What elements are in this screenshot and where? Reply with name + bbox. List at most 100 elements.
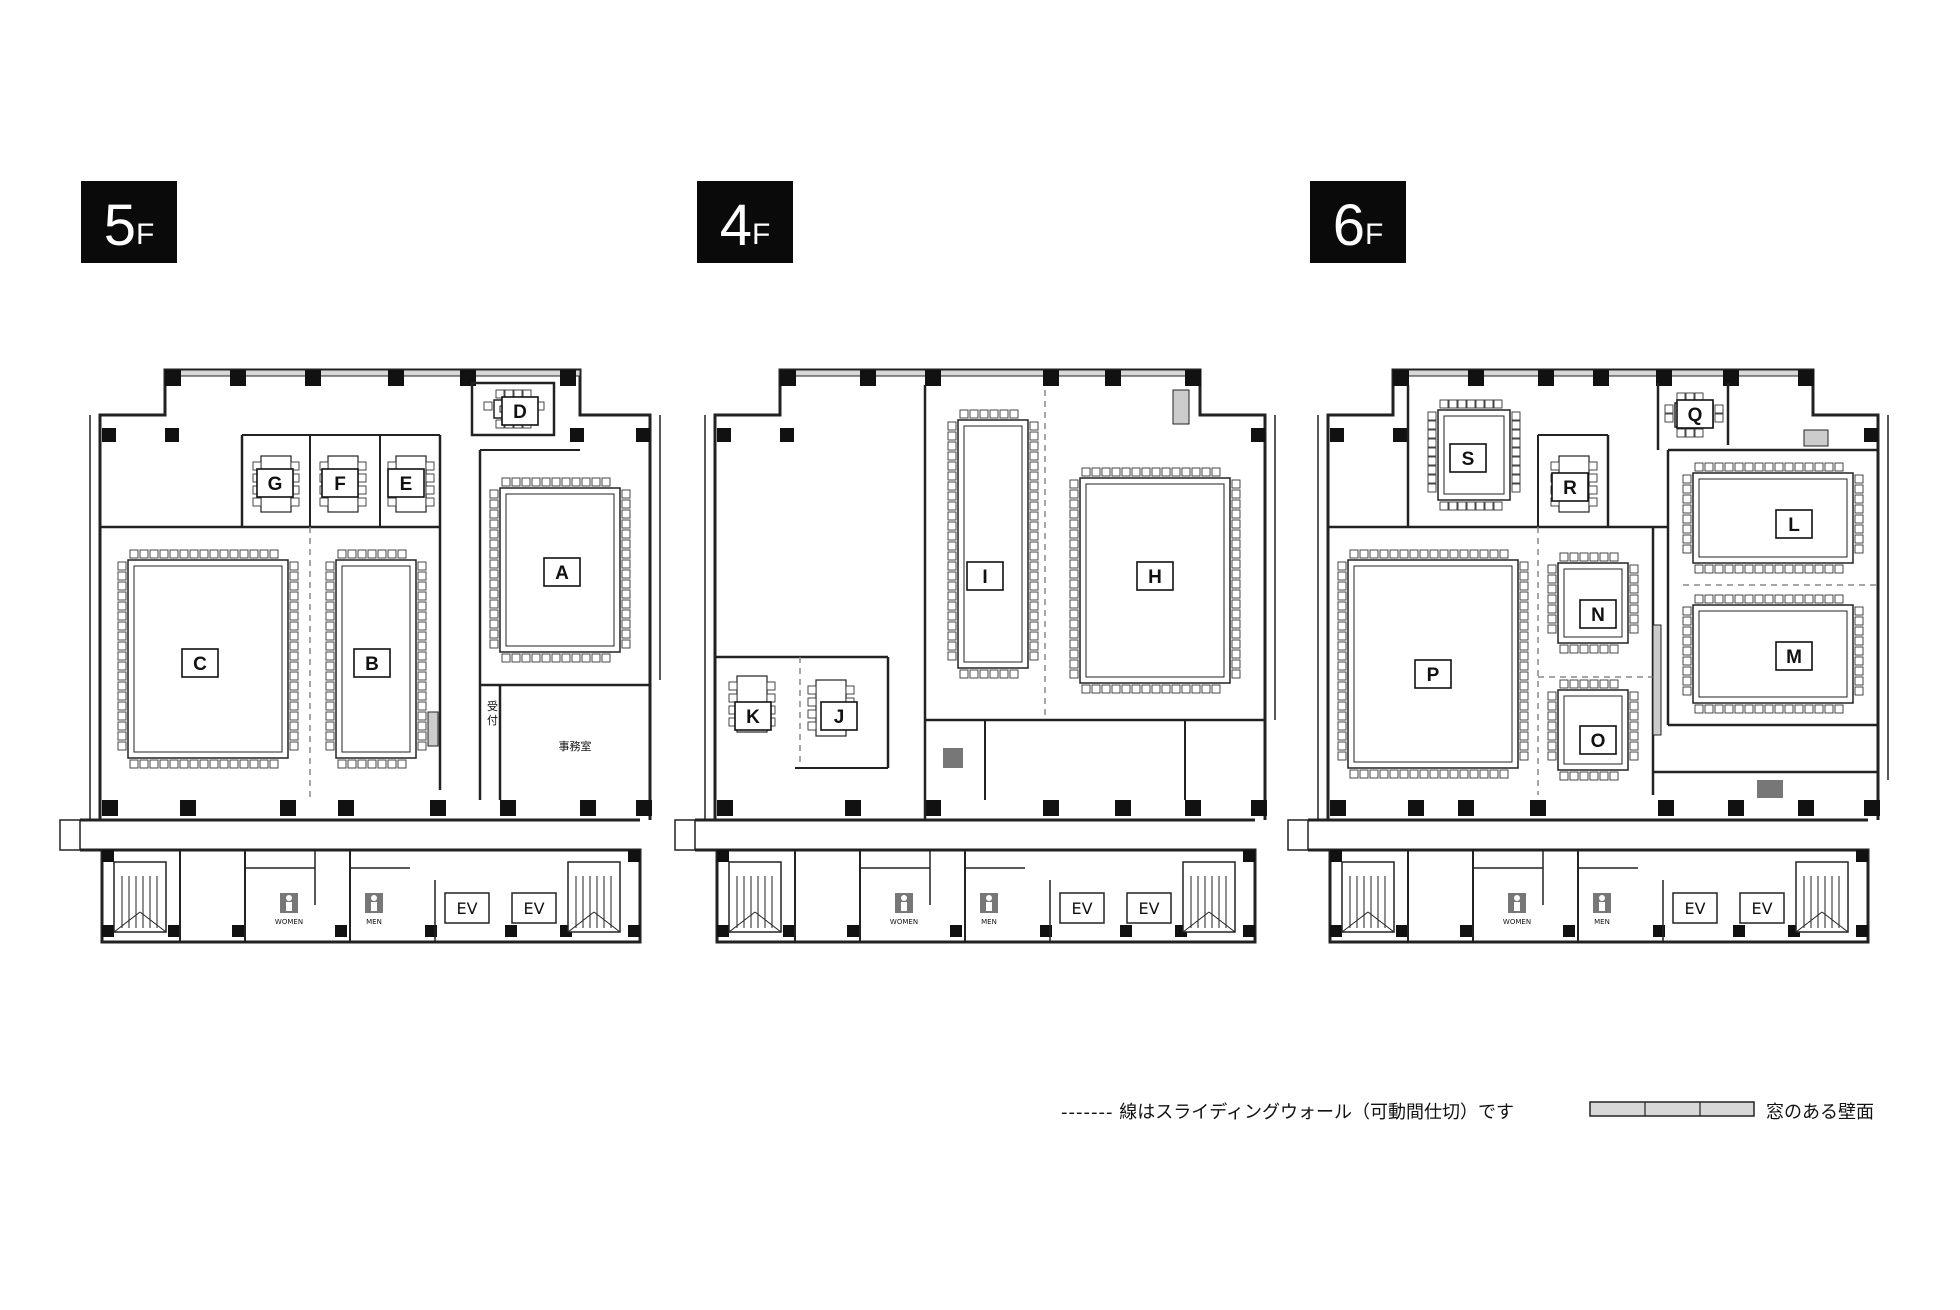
chair <box>1854 616 1864 626</box>
chair <box>728 681 738 691</box>
chair <box>1359 549 1369 559</box>
chair <box>1484 399 1494 409</box>
stair-hatch <box>1172 389 1190 425</box>
chair <box>1547 741 1557 751</box>
chair <box>169 549 179 559</box>
column <box>232 925 244 937</box>
column <box>1243 925 1255 937</box>
chair <box>325 721 335 731</box>
chair <box>1589 552 1599 562</box>
room-label-box <box>321 468 359 498</box>
chair <box>1734 462 1744 472</box>
chair <box>1427 465 1437 475</box>
chair <box>489 569 499 579</box>
room-label-box <box>543 557 581 587</box>
chair <box>417 661 427 671</box>
column <box>717 428 731 442</box>
chair <box>425 461 435 471</box>
chair <box>1009 669 1019 679</box>
room-label-box <box>1414 659 1452 689</box>
chair <box>1682 474 1692 484</box>
chair <box>289 601 299 611</box>
chair <box>1519 661 1529 671</box>
chair <box>1511 429 1521 439</box>
chair <box>1337 591 1347 601</box>
chair <box>1029 431 1039 441</box>
chair <box>1774 704 1784 714</box>
chair <box>1029 491 1039 501</box>
service-core <box>1328 848 1870 944</box>
chair <box>1069 529 1079 539</box>
chair <box>1547 614 1557 624</box>
chair <box>1814 594 1824 604</box>
chair <box>129 549 139 559</box>
chair <box>1337 741 1347 751</box>
chair <box>129 759 139 769</box>
chair <box>139 759 149 769</box>
chair <box>1427 438 1437 448</box>
chair <box>1579 679 1589 689</box>
column <box>560 370 576 386</box>
chair <box>1569 552 1579 562</box>
room-label-l: L <box>1788 515 1800 536</box>
chair <box>1664 404 1674 414</box>
chair <box>1029 651 1039 661</box>
chair <box>1714 404 1724 414</box>
chair <box>489 639 499 649</box>
chair <box>531 653 541 663</box>
table-inner <box>1698 610 1848 698</box>
chair <box>117 731 127 741</box>
chair <box>417 741 427 751</box>
chair <box>1824 594 1834 604</box>
legend-sliding-wall-text: 線はスライディングウォール（可動間仕切）です <box>1119 1102 1514 1123</box>
chair <box>1547 701 1557 711</box>
chair <box>1519 731 1529 741</box>
chair <box>489 539 499 549</box>
chair <box>1231 629 1241 639</box>
chair <box>1629 711 1639 721</box>
chair <box>489 519 499 529</box>
chair <box>1724 704 1734 714</box>
chair <box>621 639 631 649</box>
chair <box>199 759 209 769</box>
chair <box>1519 591 1529 601</box>
chair <box>1439 549 1449 559</box>
chair <box>1427 456 1437 466</box>
chair <box>807 697 817 707</box>
chair <box>1069 539 1079 549</box>
floor-number: 6 <box>1332 193 1365 258</box>
chair <box>229 759 239 769</box>
chair <box>1211 684 1221 694</box>
chair <box>489 629 499 639</box>
chair <box>1714 462 1724 472</box>
chair <box>1337 701 1347 711</box>
chair <box>249 549 259 559</box>
reception-label: 受 <box>487 700 498 713</box>
chair <box>377 549 387 559</box>
room-label-p: P <box>1427 665 1440 686</box>
room-label-n: N <box>1591 605 1605 626</box>
chair <box>1231 519 1241 529</box>
chair <box>1519 741 1529 751</box>
chair <box>489 509 499 519</box>
chair <box>189 549 199 559</box>
chair <box>947 451 957 461</box>
column <box>430 800 446 816</box>
chair <box>1629 604 1639 614</box>
chair <box>947 571 957 581</box>
chair <box>325 671 335 681</box>
chair <box>1734 564 1744 574</box>
chair <box>1069 639 1079 649</box>
chair <box>621 559 631 569</box>
column <box>1798 370 1814 386</box>
chair <box>1029 571 1039 581</box>
chair <box>1427 483 1437 493</box>
chair <box>1784 594 1794 604</box>
chair <box>521 653 531 663</box>
chair <box>289 701 299 711</box>
chair <box>1469 549 1479 559</box>
chair <box>979 669 989 679</box>
chair <box>1231 529 1241 539</box>
